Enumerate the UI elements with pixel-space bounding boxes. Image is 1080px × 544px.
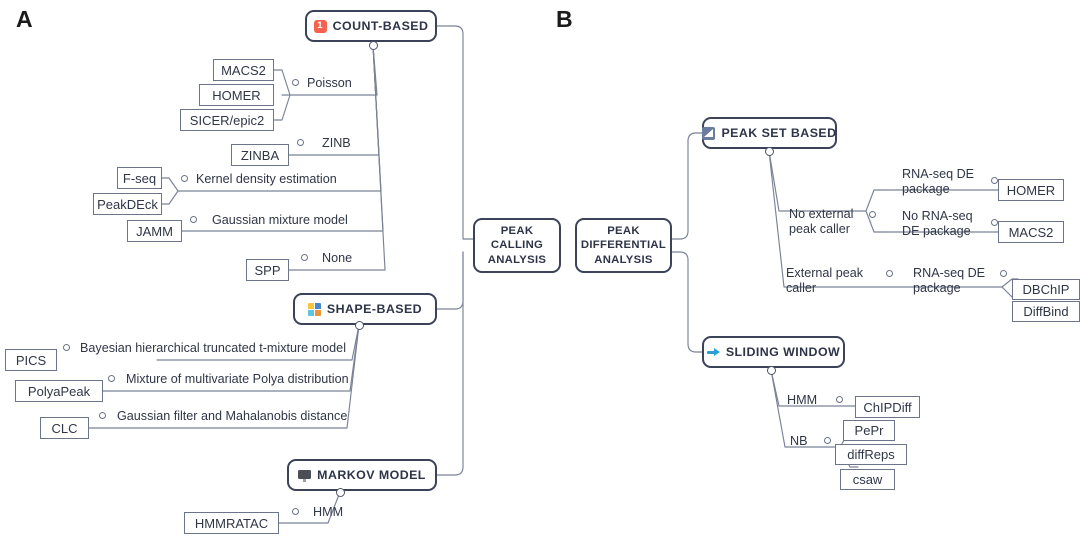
hub-peak-calling-analysis[interactable]: PEAK CALLING ANALYSIS <box>473 218 561 273</box>
method-dot-poisson[interactable] <box>292 79 299 86</box>
method-dot-zinb[interactable] <box>297 139 304 146</box>
branch-dot-rna-seq-de-package-1[interactable] <box>991 177 998 184</box>
arrow-right-icon <box>706 346 720 359</box>
topic-count-based[interactable]: 1 COUNT-BASED <box>305 10 437 42</box>
topic-sliding-window[interactable]: SLIDING WINDOW <box>702 336 845 368</box>
count-badge-icon: 1 <box>313 19 327 33</box>
line-1: RNA-seq DE <box>902 167 975 181</box>
method-dot-gmm[interactable] <box>190 216 197 223</box>
topic-shape-based[interactable]: SHAPE-BASED <box>293 293 437 325</box>
hub-line: PEAK <box>500 225 534 238</box>
method-label-gaussian-filter-mahalanobis: Gaussian filter and Mahalanobis distance <box>117 409 348 423</box>
tool-box-jamm[interactable]: JAMM <box>127 220 182 242</box>
method-dot-kde[interactable] <box>181 175 188 182</box>
hub-peak-differential-analysis[interactable]: PEAK DIFFERENTIAL ANALYSIS <box>575 218 672 273</box>
chart-square-icon <box>702 126 716 140</box>
branch-dot-sliding-window[interactable] <box>766 365 776 375</box>
method-label-bayesian-hierarchical: Bayesian hierarchical truncated t-mixtur… <box>80 341 346 355</box>
panel-letter-b: B <box>556 6 573 32</box>
method-label-kernel-density-estimation: Kernel density estimation <box>196 172 337 186</box>
method-dot-hmm-markov[interactable] <box>292 508 299 515</box>
topic-label: MARKOV MODEL <box>317 467 426 482</box>
branch-label-nb: NB <box>790 434 808 448</box>
tool-box-pics[interactable]: PICS <box>5 349 57 371</box>
line-1: No RNA-seq <box>902 209 973 223</box>
branch-dot-shape-based[interactable] <box>354 320 364 330</box>
tool-box-chipdiff[interactable]: ChIPDiff <box>855 396 920 418</box>
method-label-zinb: ZINB <box>322 136 351 150</box>
topic-label: SHAPE-BASED <box>326 301 423 316</box>
line-1: RNA-seq DE <box>913 266 986 280</box>
tool-box-pepr[interactable]: PePr <box>843 420 895 441</box>
branch-dot-peak-set-based[interactable] <box>764 146 774 156</box>
method-label-poisson: Poisson <box>307 76 352 90</box>
method-label-hmm-markov: HMM <box>313 505 344 519</box>
branch-label-no-rna-seq-de-package: No RNA-seq DE package <box>902 209 990 239</box>
method-dot-bayesian[interactable] <box>63 344 70 351</box>
tool-box-diffbind[interactable]: DiffBind <box>1012 301 1080 322</box>
tool-box-hmmratac[interactable]: HMMRATAC <box>184 512 279 534</box>
line-2: caller <box>786 280 817 295</box>
panel-letter-a: A <box>16 6 33 32</box>
branch-dot-rna-seq-de-package-2[interactable] <box>1000 270 1007 277</box>
tool-box-csaw[interactable]: csaw <box>840 469 895 490</box>
branch-dot-count-based[interactable] <box>368 40 378 50</box>
topic-label: COUNT-BASED <box>332 18 429 33</box>
hub-line: DIFFERENTIAL <box>580 239 667 252</box>
method-label-none: None <box>322 251 353 265</box>
hub-line: PEAK <box>607 225 640 238</box>
branch-dot-hmm-sliding[interactable] <box>836 396 843 403</box>
tool-box-homer-b[interactable]: HOMER <box>998 179 1064 201</box>
tool-box-diffreps[interactable]: diffReps <box>835 444 907 465</box>
hub-line: ANALYSIS <box>487 253 547 266</box>
topic-label: PEAK SET BASED <box>721 125 837 140</box>
topic-markov-model[interactable]: MARKOV MODEL <box>287 459 437 491</box>
hub-line: CALLING <box>490 239 544 252</box>
branch-label-rna-seq-de-package-1: RNA-seq DE package <box>902 167 986 197</box>
line-1: No external <box>789 207 854 221</box>
branch-dot-markov-model[interactable] <box>335 487 345 497</box>
line-2: peak caller <box>789 221 850 236</box>
line-2: package <box>913 280 961 295</box>
monitor-icon <box>298 469 312 482</box>
method-label-gaussian-mixture-model: Gaussian mixture model <box>212 213 348 227</box>
topic-label: SLIDING WINDOW <box>725 344 841 359</box>
tool-box-f-seq[interactable]: F-seq <box>117 167 162 189</box>
branch-label-no-external-peak-caller: No external peak caller <box>789 207 867 237</box>
method-dot-none[interactable] <box>301 254 308 261</box>
tool-box-polyapeak[interactable]: PolyaPeak <box>15 380 103 402</box>
method-dot-mahalanobis[interactable] <box>99 412 106 419</box>
tool-box-peakdeck[interactable]: PeakDEck <box>93 193 162 215</box>
branch-dot-nb[interactable] <box>824 437 831 444</box>
line-2: DE package <box>902 223 971 238</box>
tool-box-dbchip[interactable]: DBChIP <box>1012 279 1080 300</box>
method-dot-polya[interactable] <box>108 375 115 382</box>
branch-label-hmm-sliding: HMM <box>787 393 818 407</box>
branch-label-rna-seq-de-package-2: RNA-seq DE package <box>913 266 997 296</box>
tool-box-spp[interactable]: SPP <box>246 259 289 281</box>
tool-box-homer[interactable]: HOMER <box>199 84 274 106</box>
branch-label-external-peak-caller: External peak caller <box>786 266 874 296</box>
tool-box-macs2-b[interactable]: MACS2 <box>998 221 1064 243</box>
hub-line: ANALYSIS <box>594 253 653 266</box>
line-2: package <box>902 181 950 196</box>
tool-box-zinba[interactable]: ZINBA <box>231 144 289 166</box>
puzzle-squares-icon <box>307 302 321 316</box>
tool-box-sicer-epic2[interactable]: SICER/epic2 <box>180 109 274 131</box>
branch-dot-no-rna-seq-de-package[interactable] <box>991 219 998 226</box>
tool-box-macs2[interactable]: MACS2 <box>213 59 274 81</box>
topic-peak-set-based[interactable]: PEAK SET BASED <box>702 117 837 149</box>
method-label-polya-mixture: Mixture of multivariate Polya distributi… <box>126 372 349 386</box>
tool-box-clc[interactable]: CLC <box>40 417 89 439</box>
branch-dot-external-peak-caller[interactable] <box>886 270 893 277</box>
branch-dot-no-external-peak-caller[interactable] <box>869 211 876 218</box>
line-1: External peak <box>786 266 864 280</box>
